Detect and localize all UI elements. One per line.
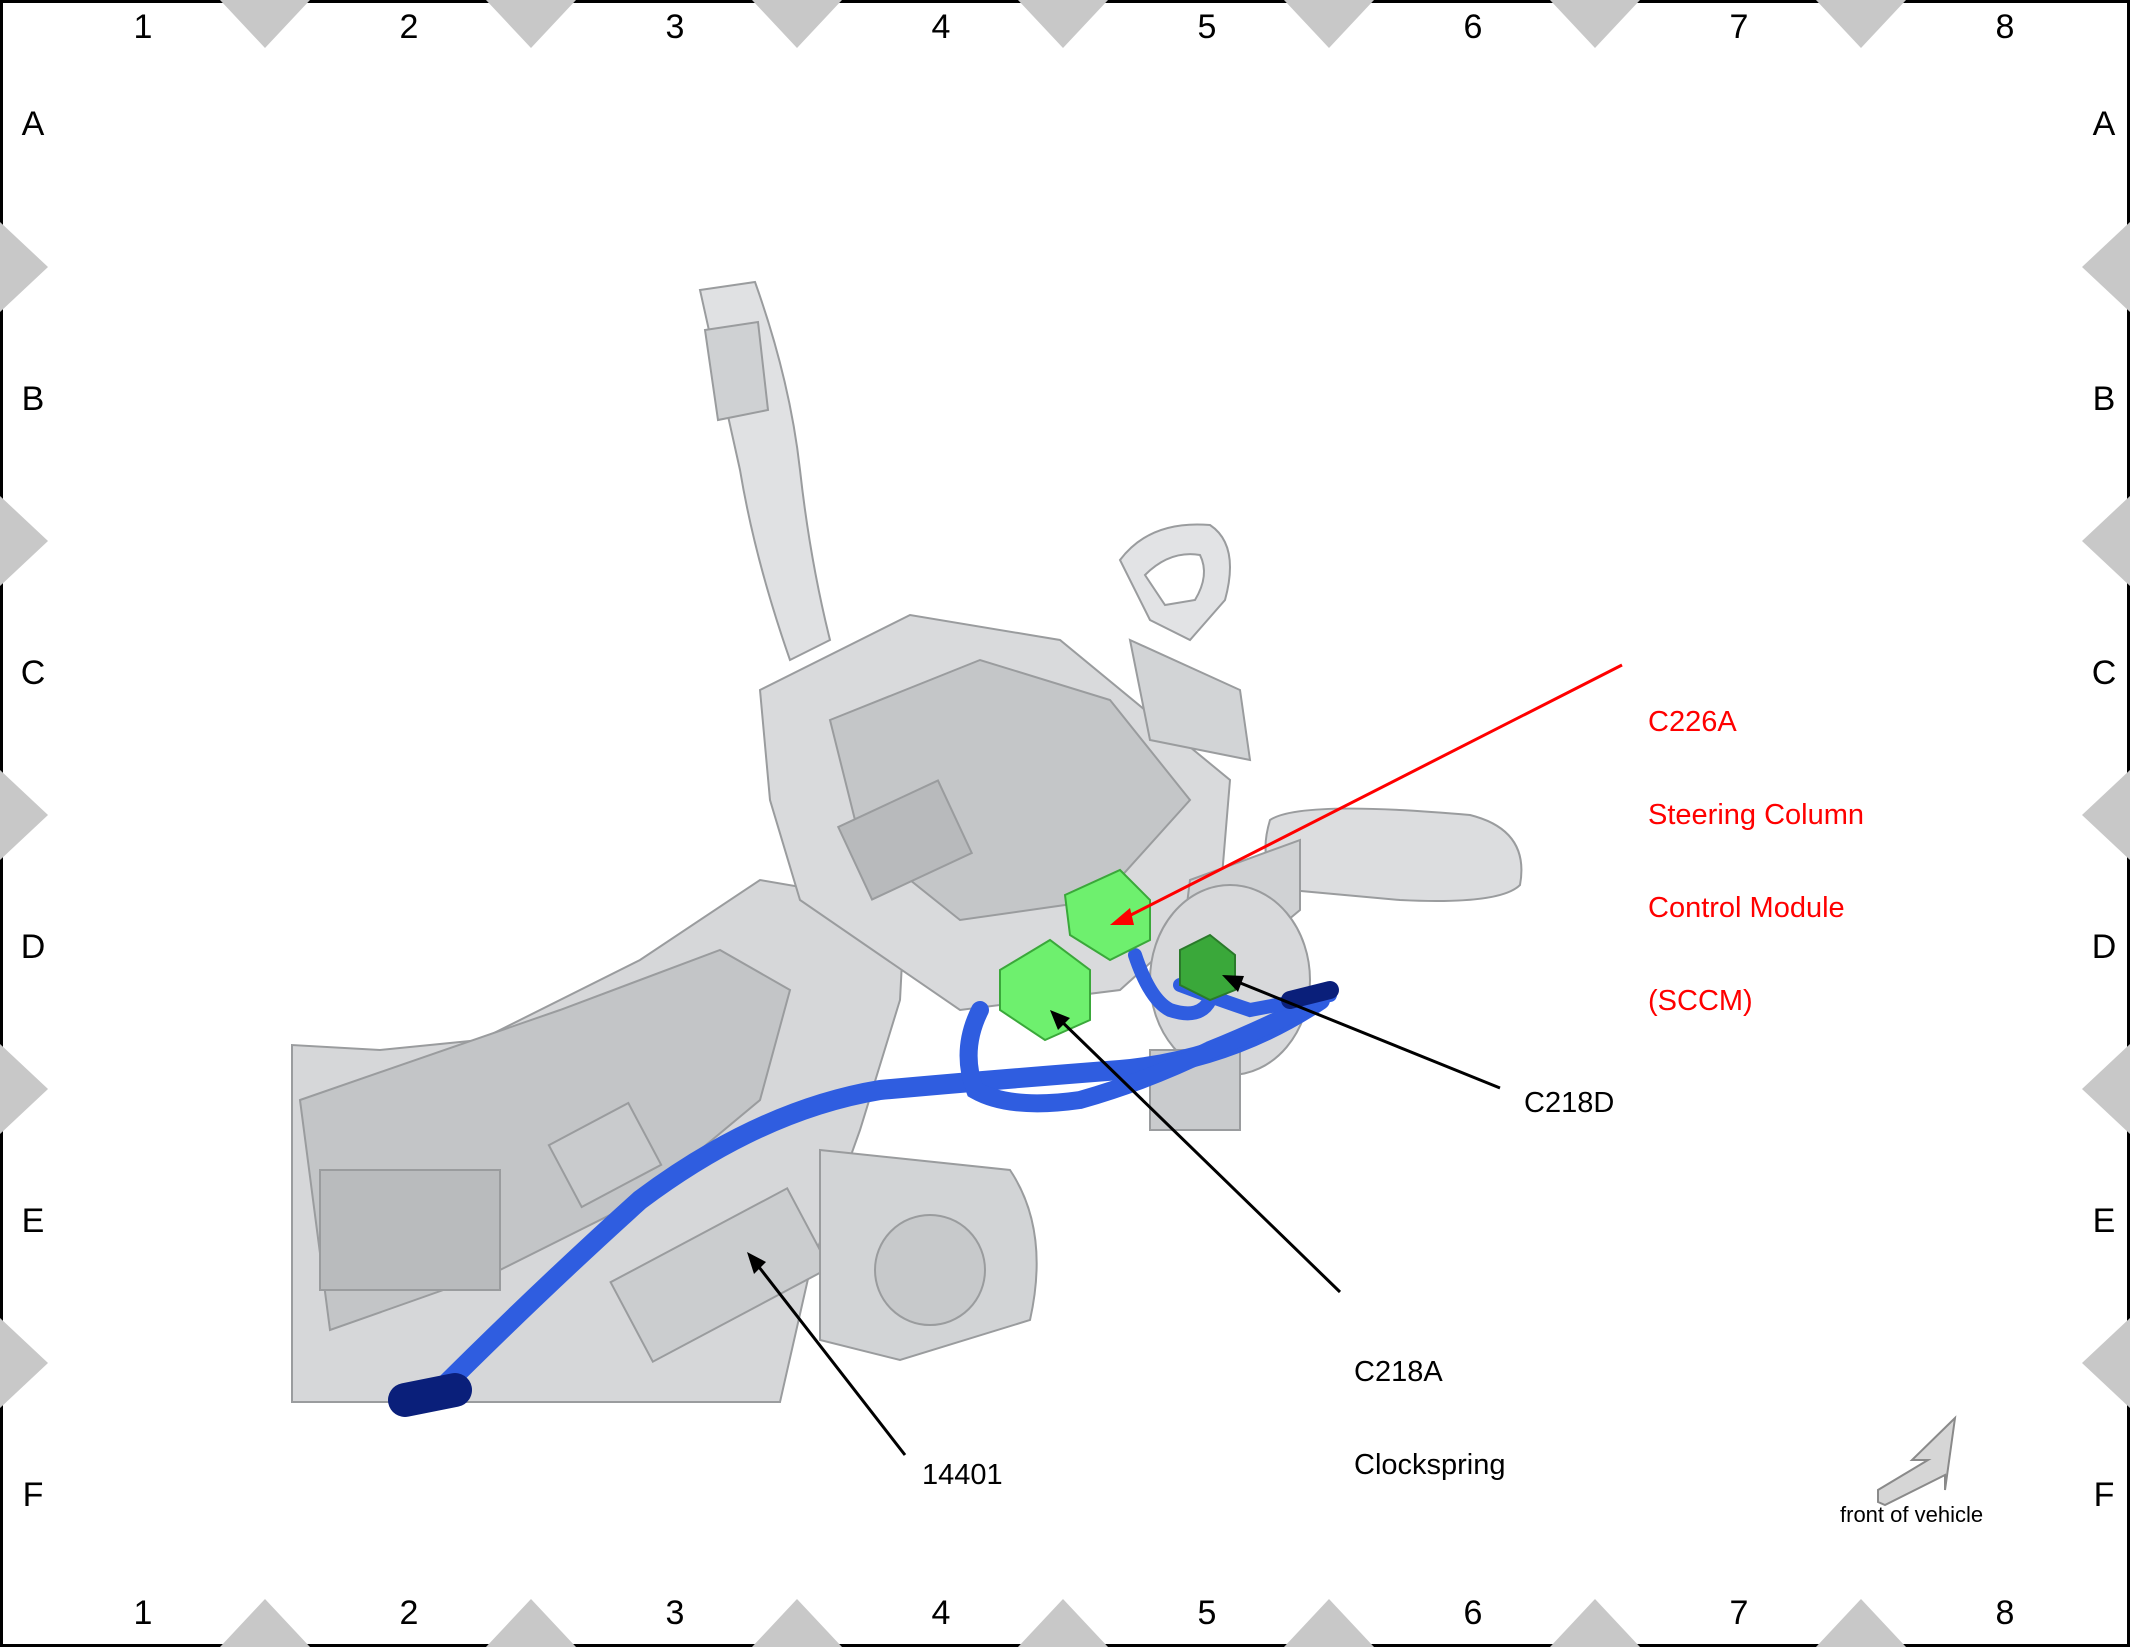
connector-c218d	[1179, 933, 1236, 1002]
callout-c218a-name: Clockspring	[1354, 1449, 1506, 1481]
callout-c218a-clockspring: C218A Clockspring	[1354, 1295, 1506, 1512]
callout-c226a-name-2: Control Module	[1648, 892, 1845, 924]
left-grid-markers	[0, 222, 48, 1408]
grid-row-right-f: F	[2093, 1476, 2115, 1514]
callout-14401: 14401	[922, 1459, 1003, 1491]
bottom-grid-markers	[220, 1599, 1906, 1647]
leader-line-c226a	[1124, 663, 1623, 920]
grid-col-bottom-1: 1	[133, 1594, 153, 1632]
callout-c218d: C218D	[1524, 1087, 1615, 1119]
grid-row-left-b: B	[21, 380, 45, 418]
grid-col-top-6: 6	[1463, 8, 1483, 46]
grid-col-bottom-7: 7	[1729, 1594, 1749, 1632]
grid-row-right-e: E	[2092, 1202, 2116, 1240]
callout-c226a-code: C226A	[1648, 706, 1737, 738]
grid-row-left-a: A	[21, 105, 45, 143]
grid-col-top-4: 4	[931, 8, 951, 46]
leader-line-14401	[750, 1257, 907, 1456]
leader-arrowhead-c218d	[1222, 975, 1244, 992]
grid-col-top-7: 7	[1729, 8, 1749, 46]
front-of-vehicle-arrow-icon	[1877, 1415, 1957, 1507]
grid-row-right-a: A	[2092, 105, 2116, 143]
grid-col-bottom-3: 3	[665, 1594, 685, 1632]
grid-col-bottom-6: 6	[1463, 1594, 1483, 1632]
callout-c218a-code: C218A	[1354, 1356, 1443, 1388]
grid-col-top-2: 2	[399, 8, 419, 46]
leader-arrowhead-c226a	[1110, 908, 1134, 925]
grid-col-bottom-8: 8	[1995, 1594, 2015, 1632]
grid-row-right-d: D	[2091, 928, 2117, 966]
callout-c226a-abbrev: (SCCM)	[1648, 985, 1753, 1017]
leader-arrowhead-c218a	[1050, 1010, 1070, 1030]
callout-c226a-name-1: Steering Column	[1648, 799, 1864, 831]
grid-col-top-1: 1	[133, 8, 153, 46]
right-grid-markers	[2082, 222, 2130, 1408]
grid-col-bottom-4: 4	[931, 1594, 951, 1632]
grid-row-right-c: C	[2091, 654, 2117, 692]
grid-col-bottom-2: 2	[399, 1594, 419, 1632]
callout-c226a-sccm: C226A Steering Column Control Module (SC…	[1648, 645, 1864, 1048]
grid-col-top-5: 5	[1197, 8, 1217, 46]
front-of-vehicle-label: front of vehicle	[1840, 1502, 1984, 1527]
grid-row-left-e: E	[21, 1202, 45, 1240]
grid-row-left-f: F	[22, 1476, 44, 1514]
grid-row-right-b: B	[2092, 380, 2116, 418]
leader-line-c218d	[1227, 976, 1501, 1090]
wiper-lever	[1264, 807, 1523, 902]
connector-c226a	[1063, 868, 1151, 962]
leader-arrowhead-14401	[747, 1252, 766, 1274]
top-grid-markers	[220, 0, 1906, 48]
wiring-harness-14401	[388, 948, 1339, 1417]
grid-col-top-3: 3	[665, 8, 685, 46]
leader-line-c218a	[1053, 1013, 1342, 1294]
connector-c218a	[999, 938, 1091, 1042]
grid-row-left-c: C	[20, 654, 46, 692]
grid-row-left-d: D	[20, 928, 46, 966]
grid-col-bottom-5: 5	[1197, 1594, 1217, 1632]
steering-column-illustration	[291, 280, 1523, 1403]
grid-col-top-8: 8	[1995, 8, 2015, 46]
